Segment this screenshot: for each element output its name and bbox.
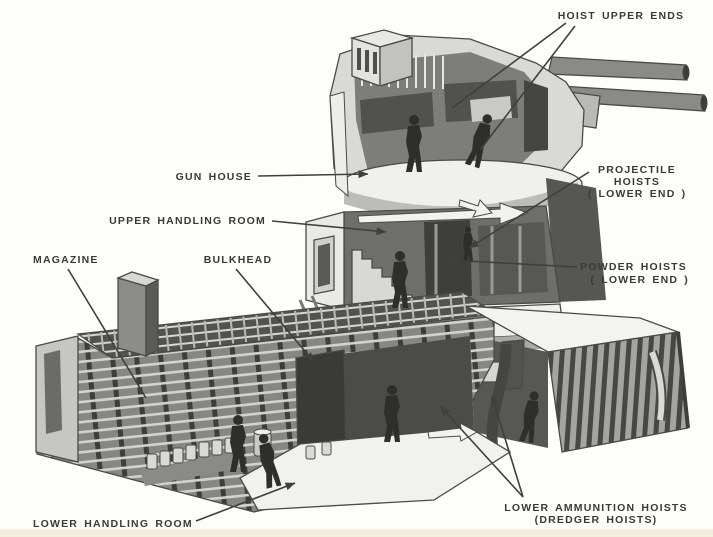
svg-text:(DREDGER HOISTS): (DREDGER HOISTS) xyxy=(535,514,658,526)
leader-lower-ammunition-hoists-a xyxy=(439,405,524,498)
gun-breech xyxy=(470,96,512,122)
gun-house-recess xyxy=(524,80,548,152)
gun-barrel-upper xyxy=(547,56,688,81)
loose-canister-b xyxy=(321,441,332,456)
callouts: HOIST UPPER ENDS GUN HOUSE UPPER HANDLIN… xyxy=(33,10,689,530)
gun-barrel-upper-muzzle xyxy=(682,65,690,80)
label-bulkhead: BULKHEAD xyxy=(204,254,273,266)
svg-text:( LOWER END ): ( LOWER END ) xyxy=(588,188,687,200)
powder-pass-recess xyxy=(478,222,548,296)
ventilation-trunk xyxy=(116,271,160,358)
scan-edge-strip xyxy=(0,529,713,537)
leader-hoist-upper-ends-a xyxy=(451,22,567,109)
svg-text:LOWER AMMUNITION HOISTS: LOWER AMMUNITION HOISTS xyxy=(504,502,687,514)
flow-arrow-floor xyxy=(427,422,479,442)
loose-canister-a xyxy=(305,445,316,460)
flow-arrow-upper xyxy=(357,202,530,225)
label-magazine: MAGAZINE xyxy=(33,254,99,266)
label-projectile-hoists: PROJECTILE HOISTS ( LOWER END ) xyxy=(588,164,687,200)
gun-barrel-lower-muzzle xyxy=(700,95,708,111)
right-magazine-corner xyxy=(676,331,690,429)
canister-row xyxy=(146,437,236,470)
leader-powder-hoists xyxy=(447,256,578,268)
svg-text:HOISTS: HOISTS xyxy=(614,176,660,188)
label-upper-handling-room: UPPER HANDLING ROOM xyxy=(109,215,266,227)
leader-projectile-hoists xyxy=(468,171,590,249)
leader-hoist-upper-ends-b xyxy=(479,25,576,151)
leader-magazine xyxy=(67,268,147,399)
leader-bulkhead xyxy=(235,268,315,363)
interior-columns xyxy=(434,224,522,296)
flow-arrow-gunhouse xyxy=(458,199,493,218)
svg-text:POWDER HOISTS: POWDER HOISTS xyxy=(580,261,687,273)
left-wall-door-panel xyxy=(318,243,330,287)
end-wall-shadow xyxy=(44,350,62,434)
leader-lower-handling-room xyxy=(195,482,296,522)
canister-rack xyxy=(140,452,240,486)
label-powder-hoists: POWDER HOISTS ( LOWER END ) xyxy=(580,261,689,286)
gun-house-left-wall xyxy=(329,91,349,198)
powder-chute xyxy=(649,350,665,421)
label-gun-house: GUN HOUSE xyxy=(176,171,252,183)
leader-gun-house xyxy=(257,170,369,179)
barbette-armor-band xyxy=(546,178,606,302)
leader-upper-handling-room xyxy=(271,220,387,236)
flow-arrows xyxy=(357,199,530,442)
label-hoist-upper-ends: HOIST UPPER ENDS xyxy=(558,10,684,22)
svg-text:( LOWER END ): ( LOWER END ) xyxy=(590,274,689,286)
rangefinder-housing xyxy=(349,29,415,87)
svg-text:PROJECTILE: PROJECTILE xyxy=(598,164,676,176)
label-lower-handling-room: LOWER HANDLING ROOM xyxy=(33,518,193,530)
label-lower-ammunition-hoists: LOWER AMMUNITION HOISTS (DREDGER HOISTS) xyxy=(504,502,687,526)
leader-lower-ammunition-hoists-b xyxy=(490,395,524,498)
